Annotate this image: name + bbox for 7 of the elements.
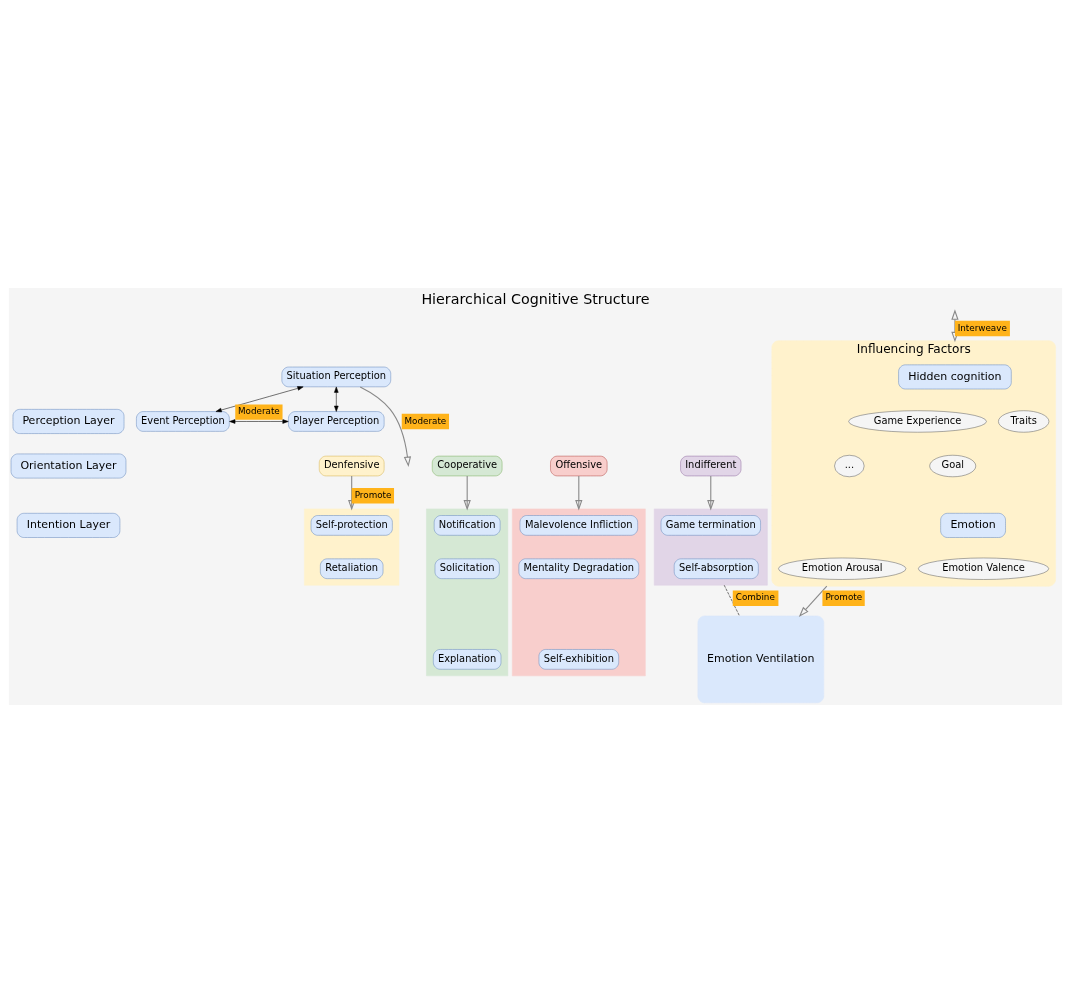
diagram-title: Hierarchical Cognitive Structure <box>421 290 650 307</box>
edge-label: Moderate <box>404 415 447 426</box>
edge-label: Interweave <box>957 322 1007 333</box>
edge-label: Promote <box>354 489 392 500</box>
edge-label: Moderate <box>238 406 280 417</box>
edge-label: Combine <box>735 592 775 603</box>
edge-label: Promote <box>825 592 863 603</box>
